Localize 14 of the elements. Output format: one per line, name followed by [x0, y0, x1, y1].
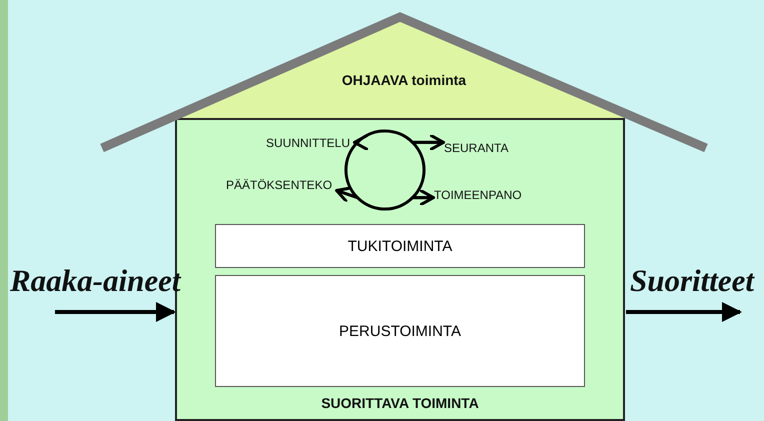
function-box: TUKITOIMINTA	[215, 224, 585, 268]
function-box: PERUSTOIMINTA	[215, 275, 585, 387]
cycle-step-label: SEURANTA	[444, 140, 516, 156]
flow-arrow	[55, 302, 176, 322]
roof-title: OHJAAVA toiminta	[340, 72, 468, 88]
roof-band	[100, 12, 708, 154]
flow-label: Suoritteet	[630, 265, 754, 296]
house-label: SUORITTAVA TOIMINTA	[320, 395, 480, 411]
cycle-step-label: PÄÄTÖKSENTEKO	[226, 177, 340, 193]
cycle-arrow	[411, 133, 445, 200]
flow-arrow	[626, 302, 742, 322]
cycle-arrow	[335, 140, 359, 204]
cycle-step-label: SUUNNITTELU	[266, 135, 358, 151]
cycle-step-label: TOIMEENPANO	[434, 187, 530, 203]
